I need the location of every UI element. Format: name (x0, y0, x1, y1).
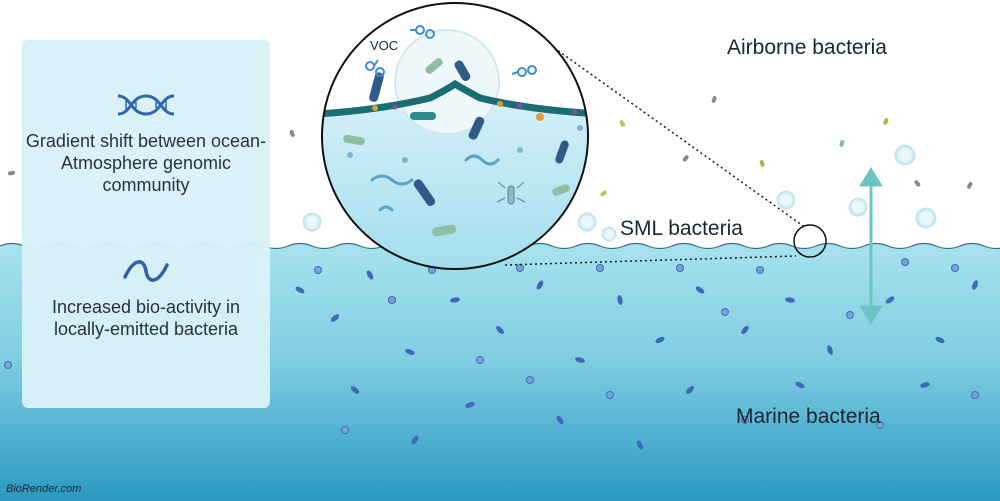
zoom-connector-lines (504, 41, 807, 266)
airborne-particles (8, 96, 973, 197)
panel-item-genomic-gradient: Gradient shift between ocean-Atmosphere … (25, 131, 267, 195)
magnified-surface-lens (321, 2, 589, 270)
voc-molecules (365, 25, 537, 77)
biorender-credit: BioRender.com (6, 483, 82, 495)
sml-bacteria-label: SML bacteria (620, 217, 743, 240)
marine-bacteria (295, 270, 978, 450)
aerosol-bubbles (302, 144, 937, 242)
sml-sample-circle (793, 224, 827, 258)
voc-label: VOC (370, 38, 399, 53)
marine-bacteria-spheres (4, 258, 979, 434)
vertical-gradient-arrow (859, 167, 883, 325)
info-panel: Gradient shift between ocean-Atmosphere … (22, 40, 270, 408)
airborne-bacteria-label: Airborne bacteria (727, 36, 887, 59)
panel-item-bio-activity: Increased bio-activity in locally-emitte… (51, 297, 241, 339)
wave-icon (123, 260, 169, 282)
marine-bacteria-label: Marine bacteria (736, 405, 881, 428)
dna-icon (117, 94, 175, 116)
